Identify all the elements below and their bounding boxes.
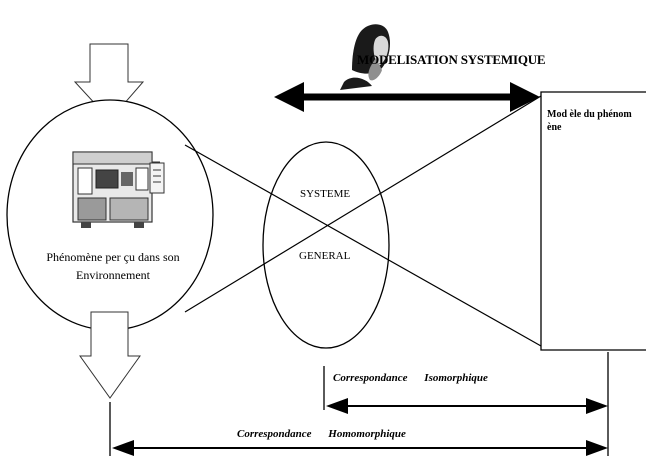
machine-icon	[72, 151, 165, 228]
system-label-bottom: GENERAL	[299, 250, 351, 262]
cross-line-up	[184, 95, 542, 313]
system-label-top: SYSTEME	[300, 188, 351, 200]
isomorphic-label: Correspondance Isomorphique	[333, 372, 488, 384]
phenomenon-label: Phénomène per çu dans son Environnement	[46, 250, 180, 282]
model-box-label: Mod èle du phénom ène	[547, 109, 632, 133]
isomorphic-arrow	[326, 398, 608, 414]
thinker-icon	[340, 24, 390, 90]
output-arrow-bottom	[79, 311, 141, 399]
modeling-double-arrow	[274, 82, 540, 112]
homomorphic-arrow	[112, 440, 608, 456]
modeling-title: MODELISATION SYSTEMIQUE	[357, 52, 546, 67]
homomorphic-label: Correspondance Homomorphique	[237, 428, 406, 440]
cross-line-down	[184, 144, 542, 347]
system-ellipse	[262, 141, 390, 349]
model-box	[540, 91, 646, 351]
